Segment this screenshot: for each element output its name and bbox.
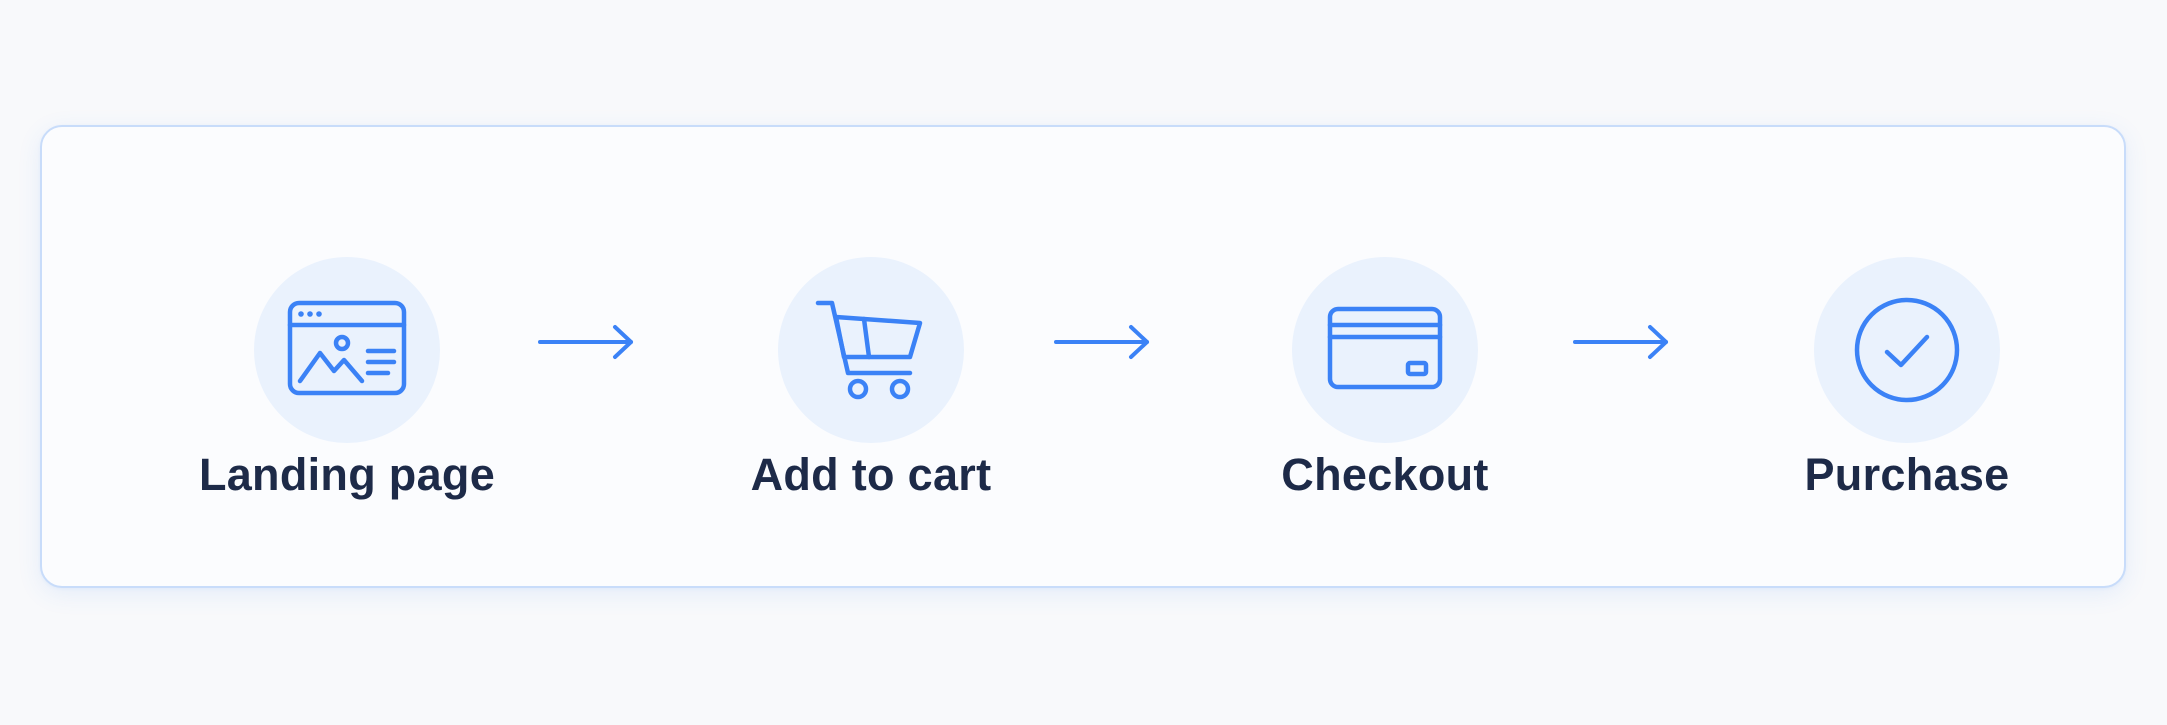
landing-page-icon <box>287 300 407 396</box>
flow-step-add-to-cart: Add to cart <box>661 127 1081 586</box>
step-label: Checkout <box>1281 449 1489 500</box>
arrow-right-icon <box>1573 325 1668 359</box>
flow-step-landing-page: Landing page <box>137 127 557 586</box>
step-label: Purchase <box>1804 449 2010 500</box>
step-icon-circle <box>1814 257 2000 443</box>
credit-card-icon <box>1327 306 1443 390</box>
flow-step-checkout: Checkout <box>1175 127 1595 586</box>
step-label: Add to cart <box>750 449 992 500</box>
arrow-right-icon <box>1054 325 1149 359</box>
step-icon-circle <box>1292 257 1478 443</box>
step-icon-circle <box>778 257 964 443</box>
check-circle-icon <box>1854 297 1960 403</box>
step-label: Landing page <box>198 449 496 500</box>
shopping-cart-icon <box>815 300 923 400</box>
flow-step-purchase: Purchase <box>1697 127 2117 586</box>
funnel-flow-panel: Landing page Add to cart <box>40 125 2126 588</box>
step-icon-circle <box>254 257 440 443</box>
arrow-right-icon <box>538 325 633 359</box>
